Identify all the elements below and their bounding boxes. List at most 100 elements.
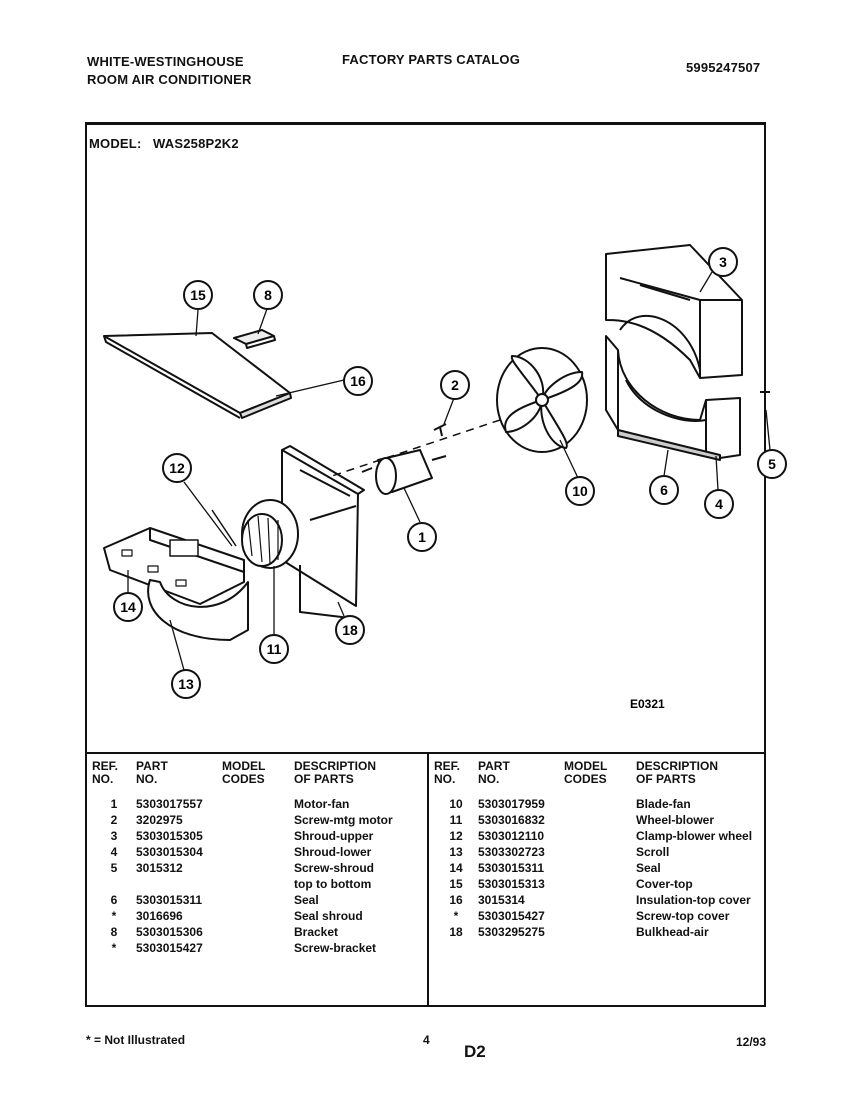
section-code: D2 — [464, 1042, 486, 1061]
svg-text:1: 1 — [418, 529, 426, 545]
description-cell: Screw-shroud — [294, 861, 375, 875]
callout-15: 15 — [183, 280, 213, 310]
svg-text:13: 13 — [178, 676, 194, 692]
scroll-part — [103, 527, 249, 641]
svg-text:16: 16 — [350, 373, 366, 389]
model-codes-cell — [564, 908, 636, 924]
part-number-cell: 5303302723 — [478, 845, 545, 859]
model-codes-cell — [564, 876, 636, 892]
callout-3: 3 — [708, 247, 738, 277]
model-codes-cell — [222, 844, 294, 860]
page-number: 4 — [423, 1033, 430, 1047]
header-ref: REF.NO. — [92, 759, 119, 786]
description-cell: Shroud-lower — [294, 845, 372, 859]
callout-5: 5 — [757, 449, 787, 479]
svg-text:6: 6 — [660, 482, 668, 498]
frame-right-border — [764, 123, 766, 1007]
callout-2: 2 — [440, 370, 470, 400]
table-row: 13 5303302723 Scroll — [434, 844, 766, 860]
description-cell: Screw-bracket — [294, 941, 377, 955]
ref-cell: 15 — [449, 877, 463, 891]
model-label: MODEL: — [89, 136, 142, 151]
part-number-cell: 5303015427 — [136, 941, 203, 955]
model-value: WAS258P2K2 — [153, 136, 239, 151]
wheel-blower-part — [241, 499, 299, 569]
svg-text:8: 8 — [264, 287, 272, 303]
figure-code: E0321 — [630, 697, 665, 711]
svg-text:11: 11 — [267, 641, 282, 657]
ref-cell: 16 — [449, 893, 463, 907]
ref-cell: 14 — [449, 861, 463, 875]
part-number-cell: 5303016832 — [478, 813, 545, 827]
description-cell: Scroll — [636, 845, 670, 859]
catalog-number: 5995247507 — [686, 60, 761, 75]
clamp-line — [211, 509, 237, 547]
ref-cell: 13 — [449, 845, 463, 859]
description-cell: Seal — [636, 861, 661, 875]
ref-cell: 6 — [110, 893, 118, 907]
ref-cell: * — [111, 941, 117, 955]
screw-shroud-part — [760, 391, 770, 410]
description-cell: top to bottom — [294, 877, 372, 891]
ref-cell: 12 — [449, 829, 463, 843]
callout-14: 14 — [113, 592, 143, 622]
bulkhead-air-part — [281, 445, 365, 619]
description-cell: Wheel-blower — [636, 813, 715, 827]
model-codes-cell — [222, 876, 294, 892]
ref-cell: * — [453, 909, 459, 923]
description-cell: Screw-mtg motor — [294, 813, 393, 827]
ref-cell: 10 — [449, 797, 463, 811]
screw-motor-part — [433, 423, 447, 437]
footnote-not-illustrated: * = Not Illustrated — [86, 1033, 186, 1047]
part-number-cell: 3015314 — [478, 893, 525, 907]
part-number-cell: 5303295275 — [478, 925, 545, 939]
callout-13: 13 — [171, 669, 201, 699]
description-cell: Motor-fan — [294, 797, 350, 811]
description-cell: Seal shroud — [294, 909, 363, 923]
part-number-cell: 5303015304 — [136, 845, 203, 859]
model-codes-cell — [222, 828, 294, 844]
part-number-cell: 3202975 — [136, 813, 183, 827]
model-codes-cell — [222, 892, 294, 908]
callout-1: 1 — [407, 522, 437, 552]
description-cell: Seal — [294, 893, 319, 907]
model-codes-cell — [222, 940, 294, 956]
table-bottom-rule — [85, 1005, 766, 1007]
callout-6: 6 — [649, 475, 679, 505]
table-row: * 5303015427 Screw-bracket — [92, 940, 424, 956]
model-codes-cell — [564, 812, 636, 828]
description-cell: Blade-fan — [636, 797, 691, 811]
model-codes-cell — [564, 796, 636, 812]
frame-left-border — [85, 123, 87, 1007]
model-codes-cell — [222, 796, 294, 812]
model-codes-cell — [564, 828, 636, 844]
ref-cell: 5 — [110, 861, 118, 875]
shaft-axis-line — [319, 419, 501, 481]
ref-cell: * — [111, 909, 117, 923]
motor-fan-part — [361, 449, 447, 495]
part-number-cell: 5303015313 — [478, 877, 545, 891]
cover-top-part — [103, 332, 292, 419]
brand-line-1: WHITE-WESTINGHOUSE — [87, 54, 244, 69]
description-cell: Shroud-upper — [294, 829, 374, 843]
leader-lines — [127, 271, 771, 671]
brand-line-2: ROOM AIR CONDITIONER — [87, 72, 252, 87]
